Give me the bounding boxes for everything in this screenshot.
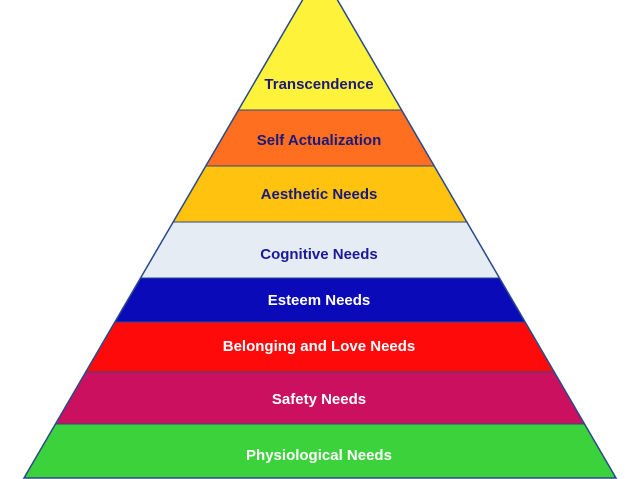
pyramid-label-safety-needs: Safety Needs [272, 391, 366, 408]
pyramid-label-belonging-and-love-needs: Belonging and Love Needs [223, 338, 416, 355]
pyramid-label-aesthetic-needs: Aesthetic Needs [261, 186, 378, 203]
pyramid-label-transcendence: Transcendence [264, 76, 373, 93]
pyramid-label-self-actualization: Self Actualization [257, 132, 381, 149]
pyramid-outline [22, 0, 618, 479]
pyramid-label-cognitive-needs: Cognitive Needs [260, 246, 378, 263]
pyramid-level-transcendence [237, 0, 403, 111]
pyramid-label-physiological-needs: Physiological Needs [246, 447, 392, 464]
pyramid-label-esteem-needs: Esteem Needs [268, 292, 371, 309]
